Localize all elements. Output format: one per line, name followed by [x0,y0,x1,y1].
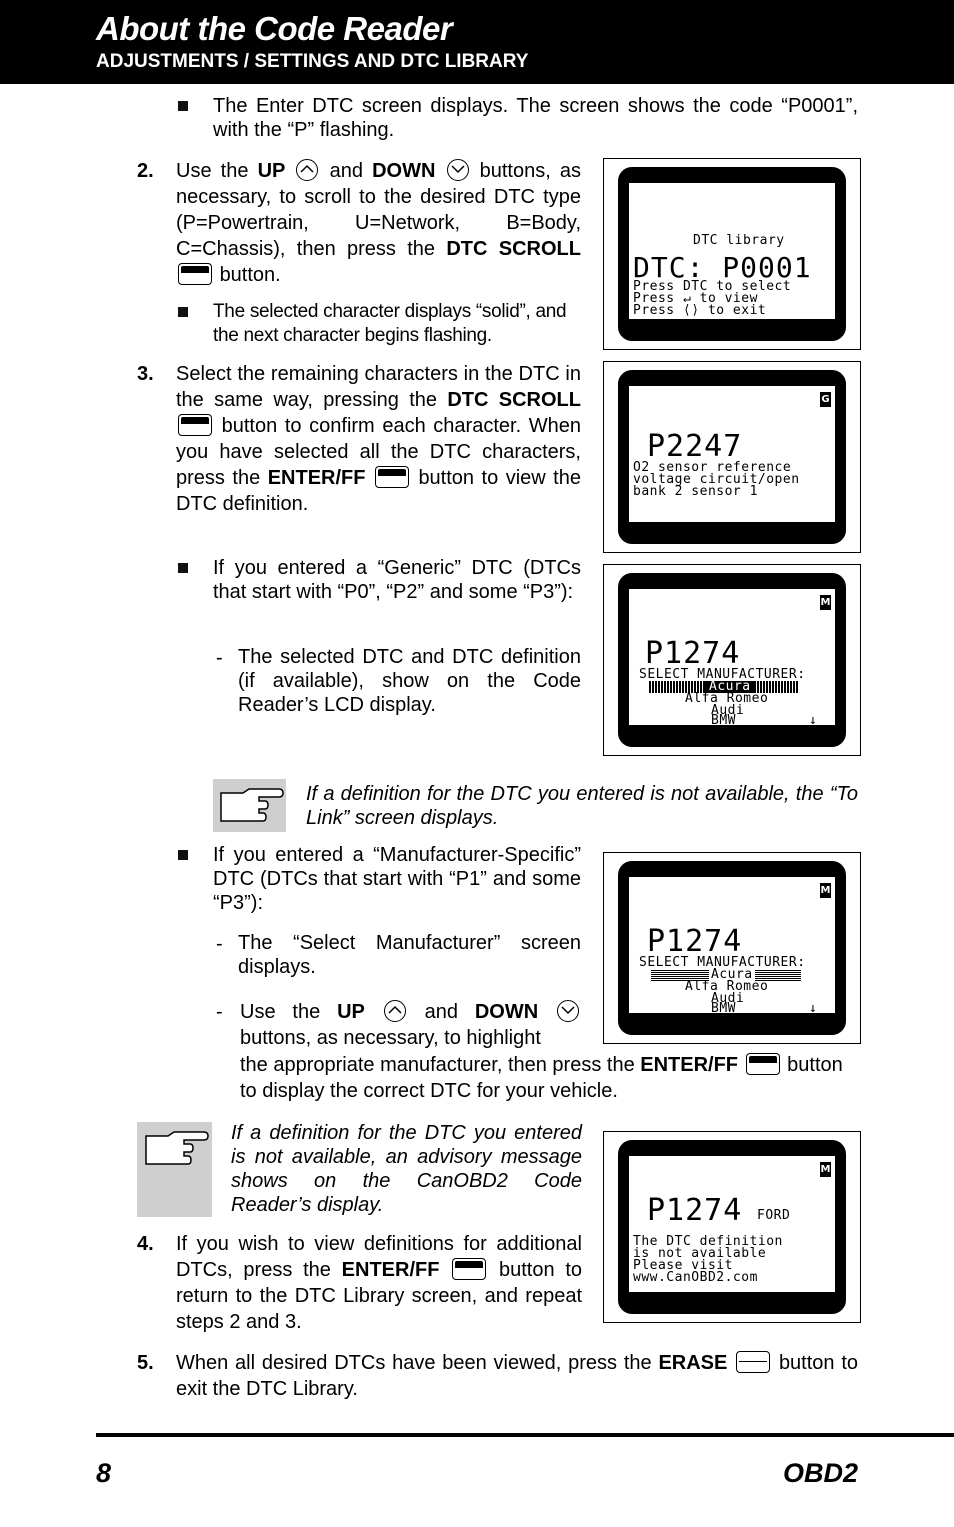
up-button-icon [383,999,406,1022]
generic-dtc-dash-text: The selected DTC and DTC definition (if … [238,646,581,716]
note-to-link: If a definition for the DTC you entered … [306,783,858,829]
bullet-marker [178,563,188,573]
generic-dtc-bullet-text: If you entered a “Generic” DTC (DTCs tha… [213,557,581,603]
enter-ff-key-icon [452,1257,487,1280]
page-title: About the Code Reader [96,10,453,47]
down-button-icon [446,158,469,181]
pointing-hand-icon [137,1122,212,1217]
bullet-marker [178,307,188,317]
lcd-screen-generic-dtc: G P2247 O2 sensor reference voltage circ… [603,361,861,553]
manufacturer-badge: M [820,1162,831,1177]
step2-text: Use the UP and DOWN buttons, as necessar… [176,158,582,286]
enter-ff-key-icon [745,1052,780,1075]
step5-text: When all desired DTCs have been viewed, … [176,1350,859,1400]
dash-marker: - [216,1001,223,1023]
step4-text: If you wish to view definitions for addi… [176,1233,583,1333]
lcd-screen-dtc-library: DTC library DTC: P0001 Press DTC to sele… [603,158,861,350]
lcd-screen-not-available: M P1274 FORD The DTC definition is not a… [603,1131,861,1323]
intro-bullet-text: The Enter DTC screen displays. The scree… [213,95,858,141]
step-number: 5. [137,1352,154,1374]
manufacturer-dtc-bullet-text: If you entered a “Manufacturer-Specific”… [213,844,581,914]
page-header: About the Code Reader ADJUSTMENTS / SETT… [0,0,954,84]
erase-key-icon [736,1350,771,1373]
footer-label: OBD2 [782,1458,858,1488]
bullet-marker [178,850,188,860]
scroll-down-arrow-icon: ↓ [809,1001,818,1013]
step-number: 4. [137,1233,154,1255]
step3-text: Select the remaining characters in the D… [176,363,581,515]
pointing-hand-icon [213,779,286,832]
step-number: 2. [137,160,154,182]
manufacturer-dash2-a: Use the UP and DOWN buttons, as necessar… [240,999,581,1051]
bullet-marker [178,101,188,111]
step-number: 3. [137,363,154,385]
note-advisory: If a definition for the DTC you entered … [231,1122,582,1216]
step2-bullet-text: The selected character displays “solid”,… [213,301,567,346]
enter-ff-key-icon [374,465,409,488]
up-button-icon [296,158,319,181]
dash-marker: - [216,933,223,955]
scroll-down-arrow-icon: ↓ [809,713,818,725]
page-number: 8 [96,1458,112,1488]
dash-marker: - [216,647,223,669]
dtc-scroll-key-icon [178,413,212,436]
footer-rule [96,1433,954,1437]
manufacturer-badge: M [820,595,831,610]
down-button-icon [557,999,580,1022]
manufacturer-dash2-b: the appropriate manufacturer, then press… [240,1052,843,1102]
lcd-screen-select-manufacturer: M P1274 SELECT MANUFACTURER: Acura Alfa … [603,564,861,756]
dtc-scroll-key-icon [178,262,212,285]
page-subtitle: ADJUSTMENTS / SETTINGS AND DTC LIBRARY [96,51,529,72]
generic-badge: G [820,392,831,407]
select-manufacturer-dash-text: The “Select Manufacturer” screen display… [238,932,581,978]
lcd-screen-select-manufacturer-2: M P1274 SELECT MANUFACTURER: Acura Alfa … [603,852,861,1044]
manufacturer-badge: M [820,883,831,898]
